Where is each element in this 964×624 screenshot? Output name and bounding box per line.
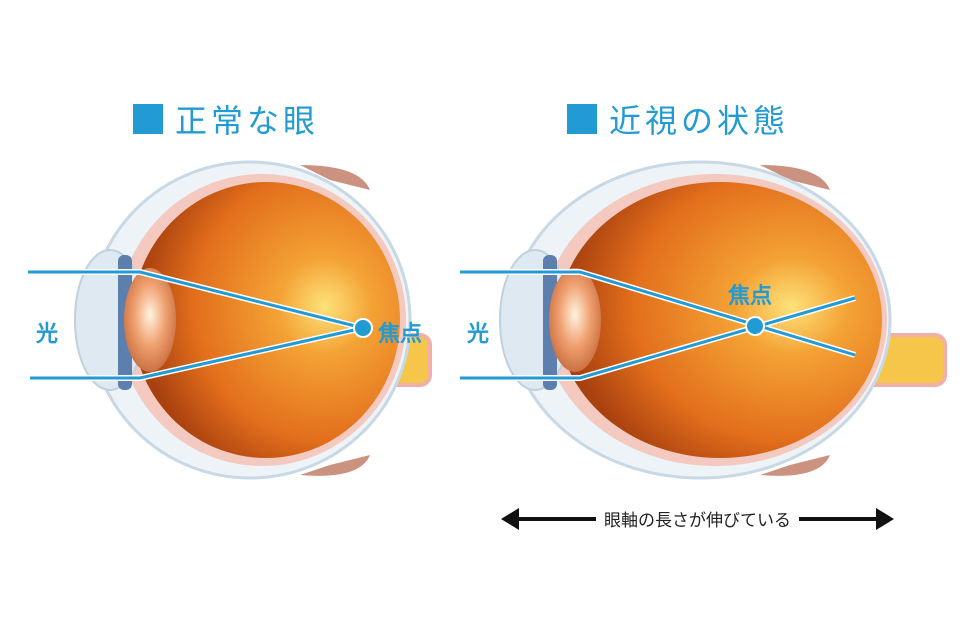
- light-ray-top: [28, 270, 364, 330]
- focus-label: 焦点: [378, 322, 423, 347]
- arrow-left-icon: [501, 507, 596, 530]
- lens: [124, 268, 176, 372]
- normal-eye-illustration: [28, 160, 432, 480]
- square-bullet-icon: [133, 104, 163, 134]
- arrow-right-icon: [799, 507, 894, 530]
- focus-point: [353, 318, 373, 338]
- focus-point: [745, 316, 765, 336]
- light-label: 光: [467, 322, 490, 347]
- vitreous-body: [132, 182, 400, 458]
- square-bullet-icon: [567, 104, 597, 134]
- light-ray-bottom: [30, 326, 364, 380]
- myopia-eye-illustration: [460, 160, 947, 480]
- vitreous-body: [558, 182, 882, 458]
- axis-label: 眼軸の長さが伸びている: [604, 511, 791, 531]
- normal-eye-title: 正常な眼: [133, 96, 319, 142]
- myopia-title-text: 近視の状態: [609, 102, 790, 140]
- light-label: 光: [36, 322, 59, 347]
- normal-eye-title-text: 正常な眼: [175, 102, 320, 140]
- myopia-title: 近視の状態: [567, 96, 789, 142]
- axial-length-annotation: 眼軸の長さが伸びている: [501, 506, 894, 531]
- lens: [549, 268, 601, 372]
- focus-label: 焦点: [728, 284, 773, 309]
